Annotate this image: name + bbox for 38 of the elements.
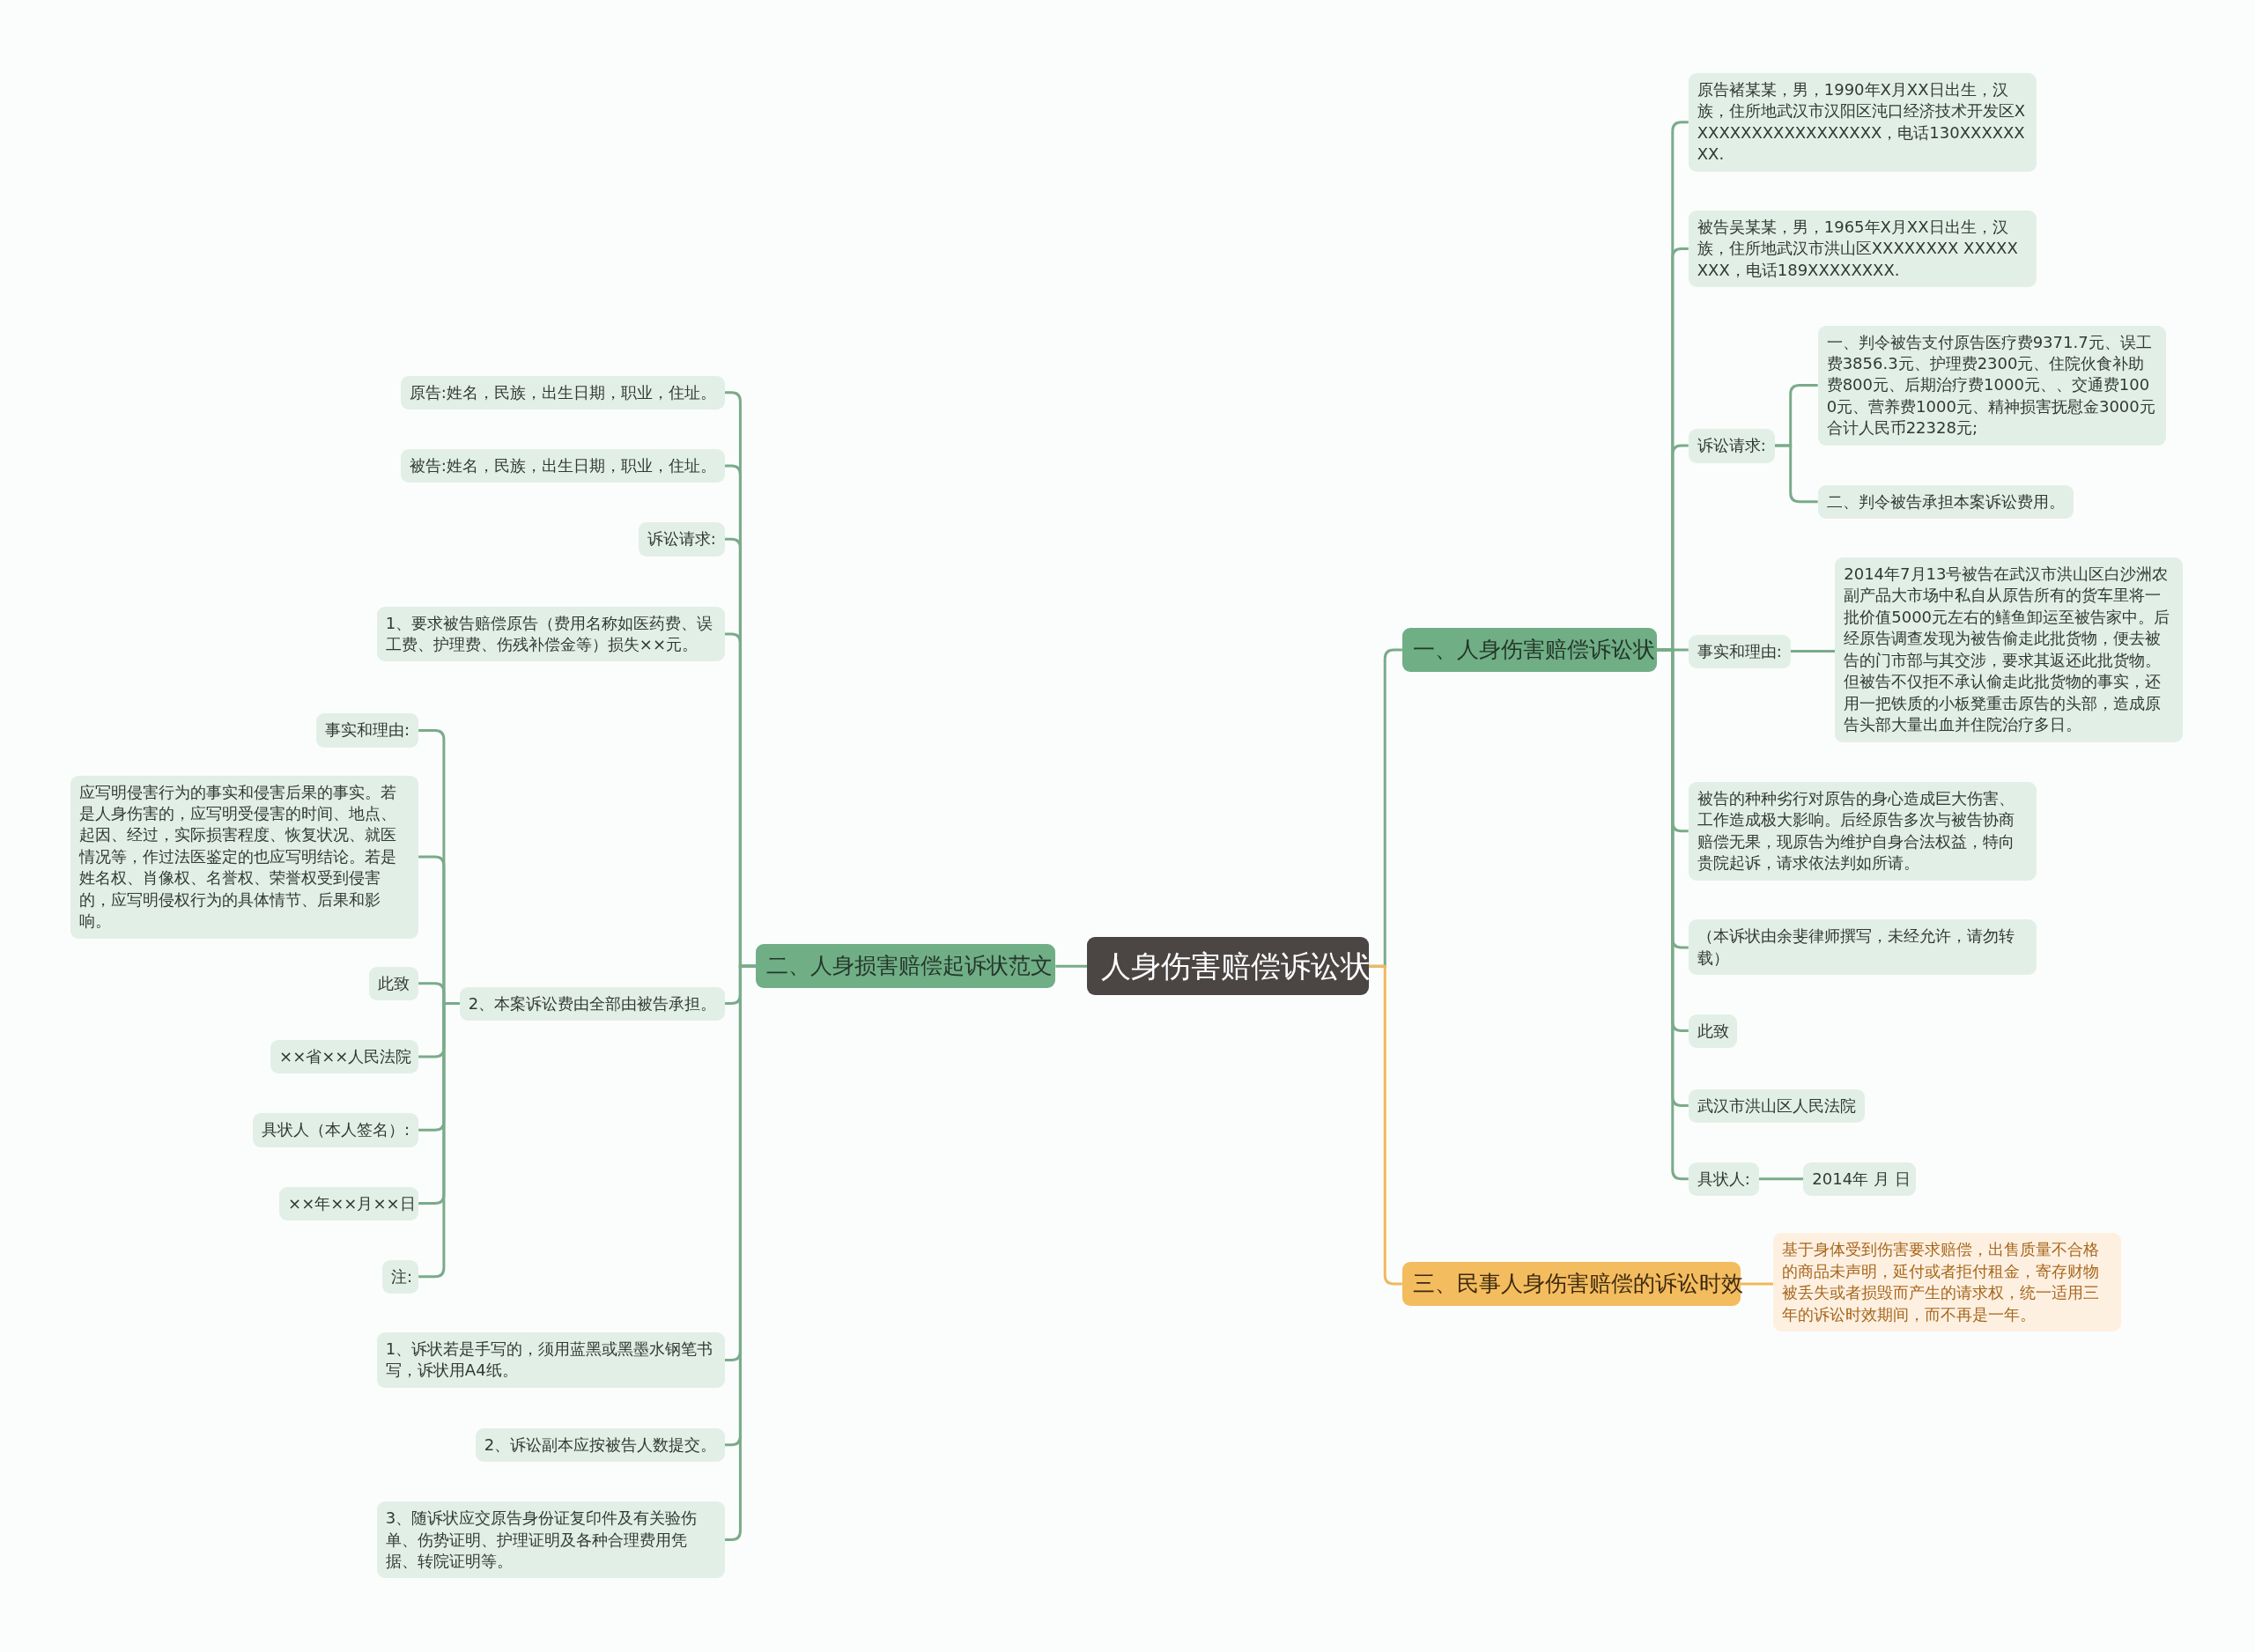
text-box: 武汉市洪山区人民法院 (1688, 1088, 1865, 1123)
text-box: 被告吴某某，男，1965年X月XX日出生，汉族，住所地武汉市洪山区XXXXXXXX XXXXXXXX，电话189XXXXXXXX. (1688, 210, 2037, 288)
connector-line (1055, 964, 1088, 968)
text-box: 被告的种种劣行对原告的身心造成巨大伤害、工作造成极大影响。后经原告多次与被告协商赔偿无果，现原告为维护自身合法权益，特向贵院起诉，请求依法判如所请。 (1688, 781, 2037, 881)
connector-line (1790, 650, 1836, 653)
text-box: ××年××月××日 (279, 1186, 419, 1221)
text-box: 1、要求被告赔偿原告（费用名称如医药费、误工费、护理费、伤残补偿金等）损失××元。 (376, 606, 725, 662)
text-box: 具状人: (1688, 1162, 1759, 1197)
text-box: 3、随诉状应交原告身份证复印件及有关验伤单、伤势证明、护理证明及各种合理费用凭据、转院证明等。 (376, 1501, 725, 1579)
text-box: 1、诉状若是手写的，须用蓝黑或黑墨水钢笔书写，诉状用A4纸。 (376, 1332, 725, 1388)
text-box: 此致 (369, 966, 419, 1001)
text-box: （本诉状由余斐律师撰写，未经允许，请勿转载） (1688, 919, 2037, 976)
text-box: 原告褚某某，男，1990年X月XX日出生，汉族，住所地武汉市汉阳区沌口经济技术开发区XXXXXXXXXXXXXXXXXX，电话130XXXXXXXX. (1688, 72, 2037, 172)
connector-line (1758, 1177, 1804, 1181)
text-box: 二、判令被告承担本案诉讼费用。 (1817, 484, 2074, 520)
text-box: 事实和理由: (316, 713, 418, 748)
topic-box: 一、人身伤害赔偿诉讼状 (1401, 627, 1657, 672)
text-box: 2014年7月13号被告在武汉市洪山区白沙洲农副产品大市场中私自从原告所有的货车里将一批价值5000元左右的鳝鱼卸运至被告家中。后经原告调查发现为被告偷走此批货物，便去被告的门市部与其交涉，要求其返还此批货物。但被告不仅拒不承认偷走此批货物的事实，还用一把铁质的小板凳重击原告的头部，造成原告头部大量出血并住院治疗多日。 (1835, 557, 2184, 742)
text-box: ××省××人民法院 (270, 1040, 419, 1074)
text-box: 2、本案诉讼费由全部由被告承担。 (459, 986, 726, 1021)
text-box: 原告:姓名，民族，出生日期，职业，住址。 (400, 375, 725, 410)
text-box: 诉讼请求: (638, 522, 725, 557)
connector-line (1369, 964, 1402, 1286)
text-box: 被告:姓名，民族，出生日期，职业，住址。 (400, 448, 725, 483)
text-box: 基于身体受到伤害要求赔偿，出售质量不合格的商品未声明，延付或者拒付租金，寄存财物被丢失或者损毁而产生的请求权，统一适用三年的诉讼时效期间，而不再是一年。 (1773, 1233, 2122, 1332)
text-box: 一、判令被告支付原告医疗费9371.7元、误工费3856.3元、护理费2300元、住院伙食补助费800元、后期治疗费1000元、、交通费1000元、营养费1000元、精神损害抚慰金3000元合计人民币22328元; (1817, 325, 2166, 446)
text-box: 应写明侵害行为的事实和侵害后果的事实。若是人身伤害的，应写明受侵害的时间、地点、起因、经过，实际损害程度、恢复状况、就医情况等，作过法医鉴定的也应写明结论。若是姓名权、肖像权、名誉权、荣誉权受到侵害的，应写明侵权行为的具体情节、后果和影响。 (70, 775, 419, 939)
text-box: 具状人（本人签名）: (253, 1113, 419, 1147)
title-box: 人身伤害赔偿诉讼状 (1087, 937, 1370, 996)
text-box: 此致 (1688, 1014, 1738, 1049)
text-box: 诉讼请求: (1688, 429, 1775, 463)
text-box: 2014年 月 日 (1803, 1162, 1916, 1197)
text-box: 事实和理由: (1688, 634, 1791, 669)
text-box: 注: (382, 1259, 418, 1294)
topic-box: 三、民事人身伤害赔偿的诉讼时效 (1401, 1261, 1741, 1306)
text-box: 2、诉讼副本应按被告人数提交。 (475, 1427, 726, 1463)
topic-box: 二、人身损害赔偿起诉状范文 (756, 944, 1055, 989)
connector-line (1740, 1282, 1774, 1286)
